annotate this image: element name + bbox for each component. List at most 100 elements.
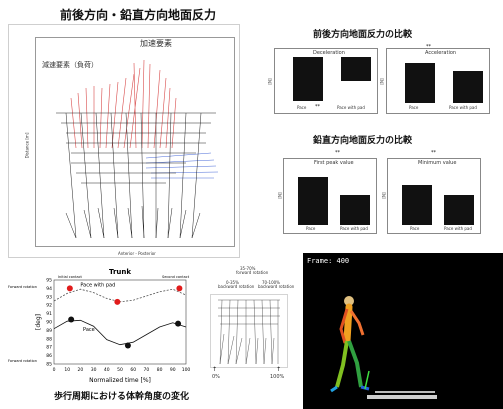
ap-left-cat-2: Pace with pad xyxy=(337,105,365,110)
ap-sig-right: ** xyxy=(426,44,431,50)
walking-figure xyxy=(303,296,503,409)
series-marker xyxy=(176,285,183,292)
seq-stick-figure xyxy=(210,294,288,368)
x-tick-label: 90 xyxy=(170,367,176,373)
accel-label: 加速要素 xyxy=(140,39,172,48)
x-tick-label: 60 xyxy=(130,367,136,373)
series-marker xyxy=(114,298,121,305)
ap-right-title: Acceleration xyxy=(425,50,457,56)
seq-left-label: 0-35% xyxy=(226,280,239,285)
x-tick-label: 0 xyxy=(53,367,56,373)
motion-capture-frame: Frame: 400 xyxy=(303,253,503,409)
seq-bottom-left: 0% xyxy=(212,374,220,380)
y-tick-label: 95 xyxy=(46,278,52,284)
v-sig-left: ** xyxy=(335,150,340,156)
y-tick-label: 94 xyxy=(46,286,52,292)
y-tick-label: 86 xyxy=(46,353,52,359)
sequence-panel: 35-70% forward rotation 0-35% backward r… xyxy=(206,266,294,386)
corner-label-left: Initial contact xyxy=(58,275,83,279)
ground-reaction-stick-figure xyxy=(56,59,219,239)
lateral-arrows xyxy=(145,152,219,179)
frame-counter: Frame: 400 xyxy=(307,257,350,265)
v-left-chart: First peak value [N] Pace Pace with pad xyxy=(278,158,377,234)
ap-right-bar-pace xyxy=(405,63,435,103)
v-left-cat-1: Pace xyxy=(306,226,316,231)
v-bar-group: ** ** First peak value [N] Pace Pace wit… xyxy=(278,150,488,234)
v-right-chart: Minimum value [N] Pace Pace with pad xyxy=(382,158,481,234)
x-tick-label: 70 xyxy=(144,367,150,373)
seq-top-sub: forward rotation xyxy=(236,270,269,275)
seq-top-label: 35-70% xyxy=(240,266,256,271)
x-tick-label: 50 xyxy=(117,367,123,373)
series-line-1 xyxy=(53,288,187,303)
ap-bar-group: ** ** Deceleration [N] Pace Pace with pa… xyxy=(266,44,491,124)
y-tick-label: 87 xyxy=(46,345,52,351)
series-label: Pace xyxy=(83,327,95,333)
v-right-cat-1: Pace xyxy=(410,226,420,231)
v-right-ylabel: [N] xyxy=(381,192,387,199)
v-left-cat-2: Pace with pad xyxy=(340,226,368,231)
side-label-bottom: Forward rotation xyxy=(8,359,37,363)
ap-left-chart: Deceleration [N] Pace Pace with pad xyxy=(268,48,378,114)
y-tick-label: 91 xyxy=(46,311,52,317)
ap-right-cat-1: Pace xyxy=(409,105,419,110)
seq-arrow-left-icon: ↑ xyxy=(212,366,218,373)
body-sticks xyxy=(56,112,216,239)
stick-figure-frame: Distance [m] Anterior - Posterior xyxy=(24,37,235,256)
stick-x-axis: Anterior - Posterior xyxy=(118,251,156,256)
v-right-title: Minimum value xyxy=(418,160,457,166)
v-right-bar-pad xyxy=(444,195,474,225)
trunk-caption: 歩行周期における体幹角度の変化 xyxy=(54,392,190,402)
ap-left-cat-1: Pace xyxy=(297,105,307,110)
v-left-title: First peak value xyxy=(314,160,354,166)
decel-label: 減速要素（負荷） xyxy=(42,61,98,69)
v-left-ylabel: [N] xyxy=(277,192,283,199)
ap-left-ylabel: [N] xyxy=(267,78,273,85)
plot-area xyxy=(53,279,187,365)
series-marker xyxy=(175,320,182,327)
series-line-2 xyxy=(53,319,187,346)
v-left-bar-pad xyxy=(340,195,370,225)
series-marker xyxy=(66,285,73,292)
x-tick-label: 10 xyxy=(64,367,70,373)
ap-sig-left: ** xyxy=(315,104,320,110)
side-label-top: Forward rotation xyxy=(8,285,37,289)
series-label: Pace with pad xyxy=(80,283,115,289)
ap-compare-title: 前後方向地面反力の比較 xyxy=(313,30,413,40)
v-left-bar-pace xyxy=(298,177,328,225)
series-marker xyxy=(68,316,75,323)
ap-right-chart: Acceleration [N] Pace Pace with pad xyxy=(380,48,490,114)
seq-right-sub: backward rotation xyxy=(258,284,295,289)
stick-figure-panel: Distance [m] Anterior - Posterior 加速要素 減… xyxy=(8,24,240,258)
y-axis-label: [deg] xyxy=(35,314,42,330)
y-tick-label: 88 xyxy=(46,336,52,342)
seq-right-label: 70-100% xyxy=(262,280,280,285)
main-title: 前後方向・鉛直方向地面反力 xyxy=(60,8,217,22)
ap-right-bar-pad xyxy=(453,71,483,103)
ap-right-ylabel: [N] xyxy=(379,78,385,85)
seq-bottom-right: 100% xyxy=(270,374,285,380)
x-tick-label: 80 xyxy=(157,367,163,373)
ap-left-title: Deceleration xyxy=(313,50,345,56)
v-right-bar-pace xyxy=(402,185,432,225)
y-tick-label: 89 xyxy=(46,328,52,334)
x-tick-label: 30 xyxy=(91,367,97,373)
ap-right-cat-2: Pace with pad xyxy=(449,105,477,110)
y-tick-label: 90 xyxy=(46,320,52,326)
corner-label-right: Second contact xyxy=(162,275,190,279)
x-axis-label: Normalized time [%] xyxy=(89,377,151,384)
chart-title: Trunk xyxy=(109,268,131,276)
series-marker xyxy=(124,342,131,349)
accel-arrows xyxy=(70,59,177,149)
x-tick-label: 40 xyxy=(104,367,110,373)
y-tick-label: 85 xyxy=(46,362,52,368)
x-tick-label: 100 xyxy=(182,367,191,373)
y-tick-label: 93 xyxy=(46,294,52,300)
v-sig-right: ** xyxy=(431,150,436,156)
seq-arrow-right-icon: ↑ xyxy=(276,366,282,373)
ap-left-bar-pace xyxy=(293,57,323,101)
seq-left-sub: backward rotation xyxy=(218,284,255,289)
x-tick-label: 20 xyxy=(78,367,84,373)
